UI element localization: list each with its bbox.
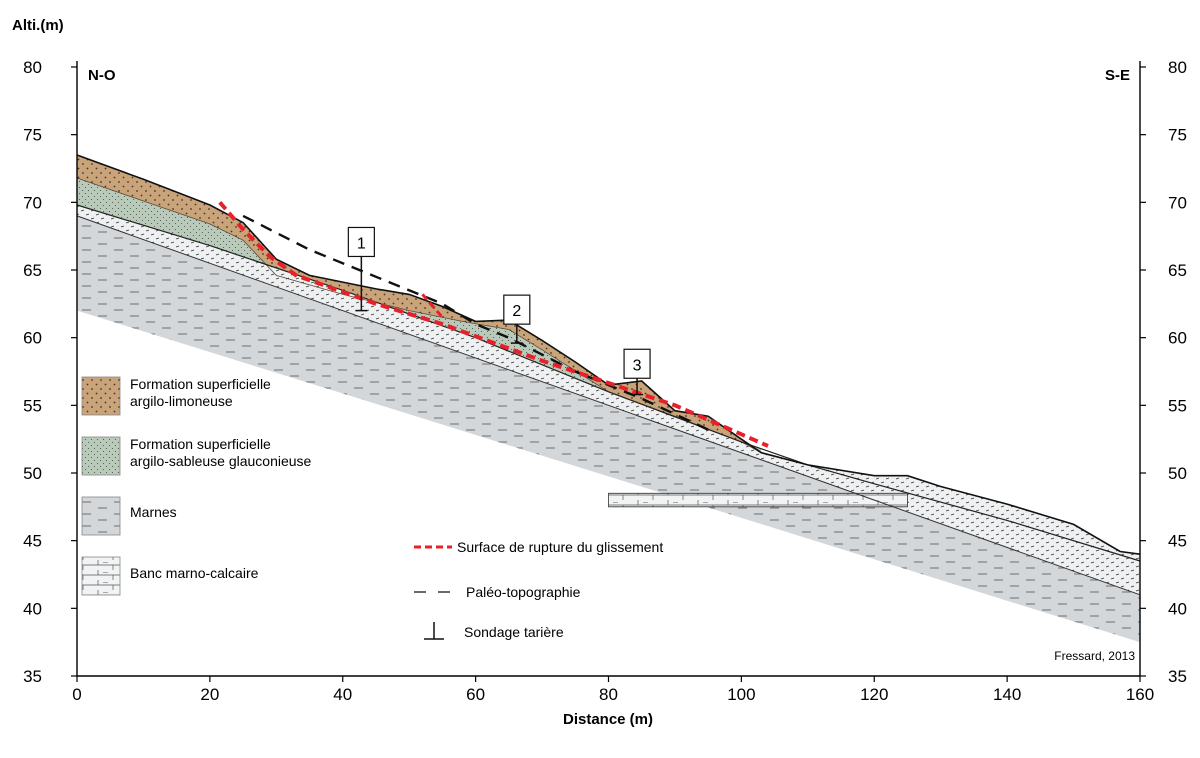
layer-marl	[77, 215, 1140, 643]
legend-swatch-bank	[81, 556, 121, 596]
x-tick-label: 100	[727, 685, 755, 704]
auger-label-2: 2	[512, 303, 521, 320]
x-tick-label: 0	[72, 685, 81, 704]
y-tick-label-left: 45	[23, 532, 42, 551]
auger-label-3: 3	[633, 357, 642, 374]
x-axis-title: Distance (m)	[563, 711, 653, 728]
y-tick-label-right: 75	[1168, 126, 1187, 145]
auger-sondages: 1 2 3	[347, 226, 651, 396]
legend-swatch-marl	[81, 496, 121, 536]
legend-swatch-glauco	[81, 436, 121, 476]
y-tick-label-right: 60	[1168, 329, 1187, 348]
figure-credit: Fressard, 2013	[1054, 649, 1135, 663]
y-tick-label-left: 75	[23, 126, 42, 145]
y-tick-label-right: 80	[1168, 58, 1187, 77]
left-orientation-label: N-O	[88, 67, 116, 84]
auger-label-1: 1	[357, 235, 366, 252]
y-tick-label-left: 65	[23, 261, 42, 280]
y-tick-label-right: 55	[1168, 396, 1187, 415]
y-tick-label-right: 70	[1168, 193, 1187, 212]
boundary-marl	[76, 215, 1141, 596]
interpretation-lines	[218, 200, 769, 448]
y-tick-label-right: 35	[1168, 667, 1187, 686]
y-tick-label-right: 65	[1168, 261, 1187, 280]
y-tick-label-left: 50	[23, 464, 42, 483]
y-tick-label-right: 50	[1168, 464, 1187, 483]
layer-weathered-marl	[77, 205, 1140, 595]
auger-label-box-1	[347, 226, 375, 258]
x-tick-label: 80	[599, 685, 618, 704]
legend-label-rupture: Surface de rupture du glissement	[457, 539, 663, 555]
x-tick-label: 160	[1126, 685, 1154, 704]
right-orientation-label: S-E	[1105, 67, 1130, 84]
legend-swatch-silt	[81, 376, 121, 416]
y-tick-label-right: 40	[1168, 599, 1187, 618]
y-tick-label-left: 35	[23, 667, 42, 686]
boundary-weathered-marl	[76, 204, 1141, 562]
auger-label-box-2	[503, 294, 531, 325]
x-tick-label: 20	[200, 685, 219, 704]
y-axis-title: Alti.(m)	[12, 17, 64, 34]
y-tick-label-left: 60	[23, 329, 42, 348]
legend-label-marl: Marnes	[130, 504, 177, 520]
legend-label-paleo: Paléo-topographie	[466, 584, 581, 600]
x-tick-label: 60	[466, 685, 485, 704]
legend-label-bank: Banc marno-calcaire	[130, 565, 259, 581]
rupture-surface-line	[218, 200, 769, 448]
y-tick-label-left: 40	[23, 599, 42, 618]
legend-label-auger: Sondage tarière	[464, 624, 564, 640]
x-tick-label: 120	[860, 685, 888, 704]
layer-marl-limestone-bank	[608, 492, 908, 508]
rupture-secondary-line	[421, 293, 444, 319]
y-tick-label-left: 55	[23, 396, 42, 415]
x-tick-label: 40	[333, 685, 352, 704]
y-tick-label-right: 45	[1168, 532, 1187, 551]
y-tick-label-left: 70	[23, 193, 42, 212]
x-tick-label: 140	[993, 685, 1021, 704]
auger-label-box-3	[623, 348, 651, 379]
y-tick-label-left: 80	[23, 58, 42, 77]
